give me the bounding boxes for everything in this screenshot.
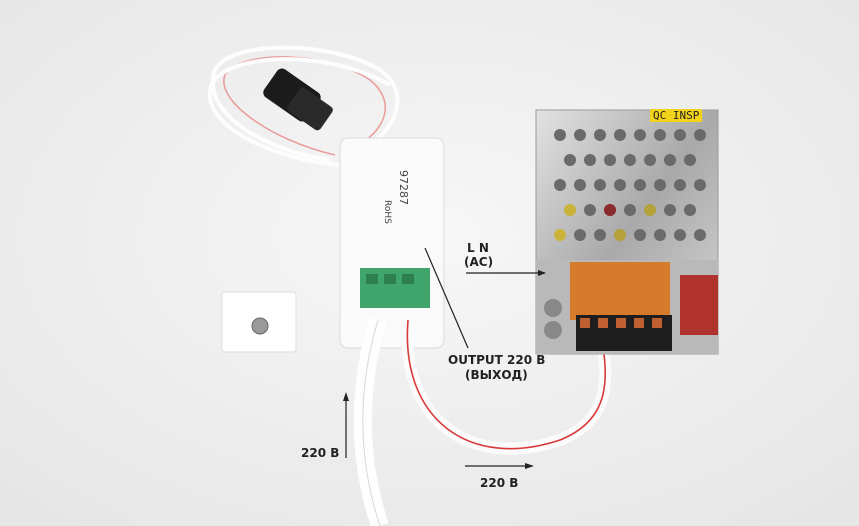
output-voltage-label: 220 B: [480, 476, 519, 490]
controller-model-marking: 97287: [397, 170, 410, 205]
output-label-line1: OUTPUT 220 B: [448, 353, 546, 367]
input-voltage-label: 220 B: [301, 446, 340, 460]
annotation-lines: [345, 247, 545, 467]
output-label-line2: (ВЫХОД): [465, 368, 528, 382]
ac-label-line1: L N: [467, 241, 489, 255]
power-supply-unit: [535, 109, 719, 355]
sensor-cable: [207, 45, 400, 167]
sensor-switch: [263, 68, 333, 131]
qc-sticker: QC INSP: [650, 109, 703, 122]
controller-rohs-marking: RoHS: [382, 200, 392, 224]
controller-unit: [339, 137, 445, 349]
mounting-clip: [221, 291, 297, 353]
output-pointer-line: [424, 247, 469, 349]
wires: [353, 317, 612, 526]
ac-label-line2: (AC): [464, 255, 494, 269]
